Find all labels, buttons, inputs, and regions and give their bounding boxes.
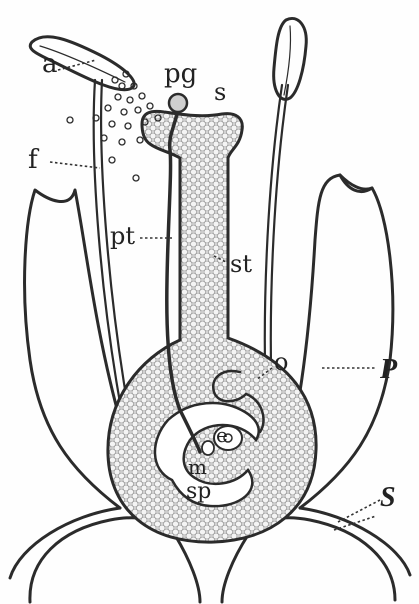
label-filament: f (28, 145, 40, 175)
label-stigma: s (214, 78, 226, 106)
pollen-grain (169, 94, 187, 112)
label-sac: sp (186, 479, 211, 504)
label-style: st (230, 250, 252, 278)
label-ovary: o (274, 348, 288, 376)
label-sepal: S (380, 482, 396, 513)
label-pollen-grain: pg (164, 59, 197, 89)
label-petal: P (379, 354, 398, 385)
label-micropyle: m (188, 455, 207, 479)
label-pollen-tube: pt (110, 222, 135, 250)
label-anther: a (42, 49, 58, 79)
pistil (108, 111, 316, 542)
label-egg: e (216, 423, 228, 447)
